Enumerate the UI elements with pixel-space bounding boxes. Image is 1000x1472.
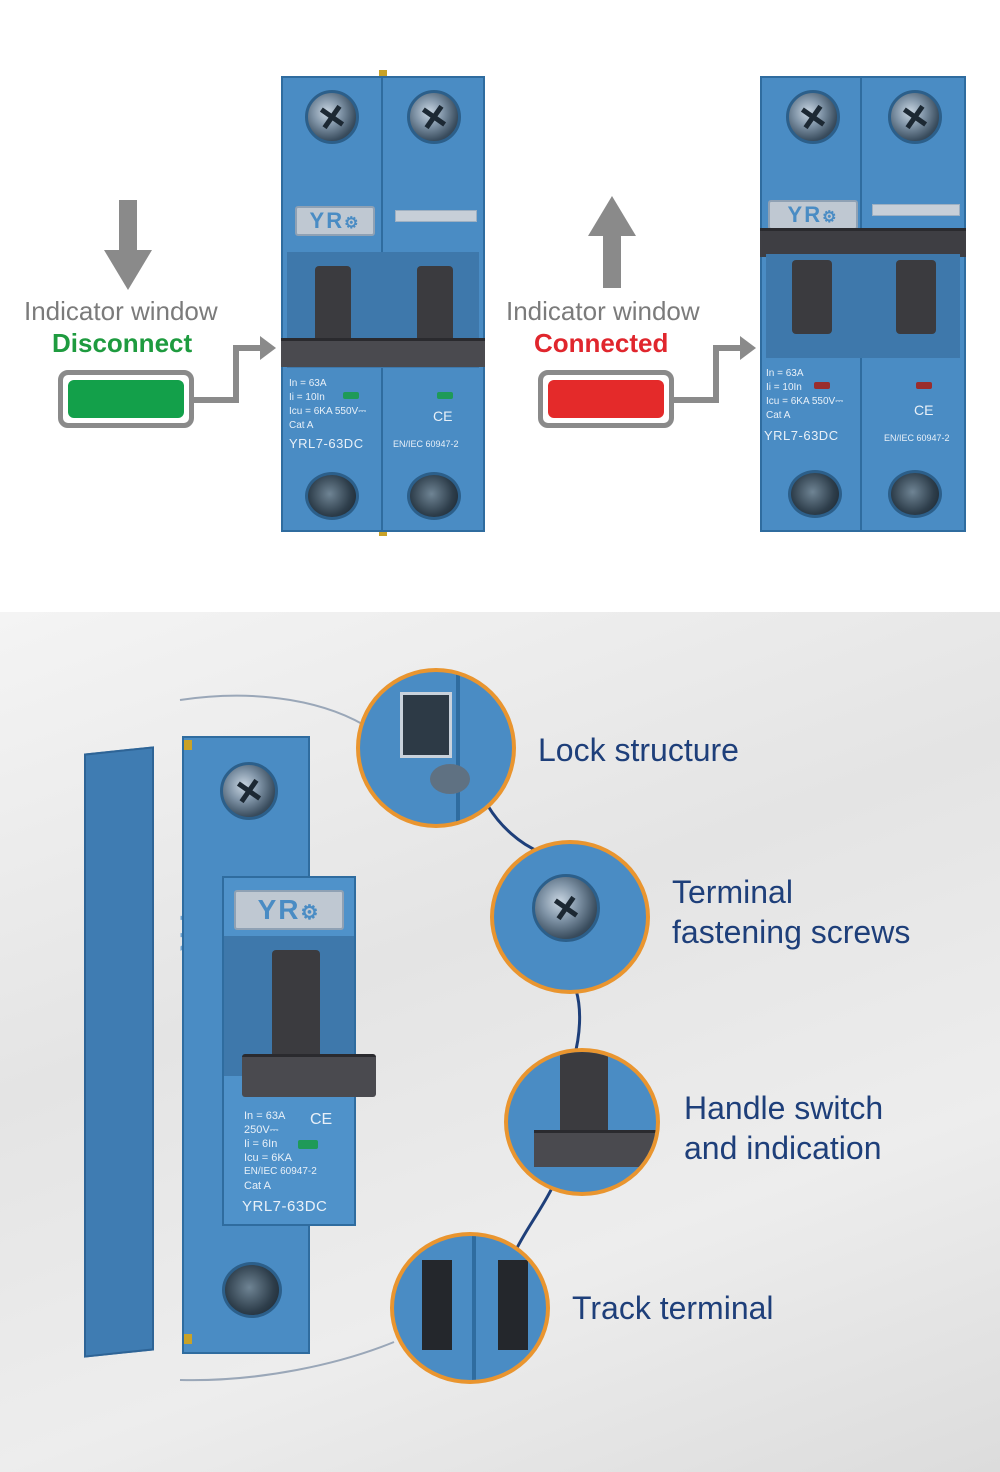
indicator-led-right: [437, 392, 453, 399]
features-panel: YR YR⚙ In = 63A 250V⎓ Ii = 6In Icu = 6KA…: [0, 612, 1000, 1472]
feature-track-terminal: Track terminal: [572, 1290, 774, 1326]
handle-bar[interactable]: [281, 338, 485, 367]
terminal-bottom-left: [305, 472, 359, 520]
breaker-side: [84, 746, 154, 1358]
terminal-bottom-left: [788, 470, 842, 518]
spec-line-4: Icu = 6KA: [244, 1152, 293, 1164]
indicator-led-right: [916, 382, 932, 389]
down-arrow-icon: [104, 200, 152, 290]
breaker-two-pole-off: YR⚙ In = 63A Ii = 10In Icu = 6KA 550V⎓ C…: [281, 70, 485, 536]
ce-mark: CE: [914, 402, 934, 418]
top-clip: [184, 740, 192, 750]
ce-mark: CE: [310, 1111, 333, 1128]
spec-line-2: Ii = 10In: [289, 392, 325, 403]
brand-logo: YR⚙: [295, 206, 375, 236]
feature-terminal-screws-line1: Terminal: [672, 874, 793, 910]
feature-handle-switch-line1: Handle switch: [684, 1090, 884, 1126]
model-number: YRL7-63DC: [289, 436, 364, 451]
bottom-clip: [184, 1334, 192, 1344]
indicator-led-left: [343, 392, 359, 399]
spec-line-6: Cat A: [244, 1180, 271, 1192]
indicator-led-left: [814, 382, 830, 389]
screw-closeup-icon: [532, 874, 600, 942]
indicator-window-red: [538, 370, 674, 428]
screw-top-right: [407, 90, 461, 144]
feature-handle-switch-line2: and indication: [684, 1130, 882, 1166]
feature-lock-structure: Lock structure: [538, 732, 739, 768]
spec-line-1: In = 63A: [244, 1110, 286, 1122]
brand-logo: YR⚙: [768, 200, 858, 230]
indicator-title-right: Indicator window: [506, 296, 700, 326]
handle-right: [896, 260, 936, 334]
brand-logo: YR⚙: [234, 890, 344, 930]
feature-terminal-screws-line2: fastening screws: [672, 914, 911, 950]
standard-text: EN/IEC 60947-2: [393, 439, 459, 449]
screw-top-left: [305, 90, 359, 144]
state-disconnect: Disconnect: [52, 328, 193, 358]
spec-line-4: Cat A: [289, 420, 314, 431]
handle-left: [315, 266, 351, 346]
screw-top-right: [888, 90, 942, 144]
blank-label: [395, 210, 477, 222]
handle-bar[interactable]: [760, 228, 966, 257]
screw-top-left: [786, 90, 840, 144]
indicator-fill-green: [68, 380, 184, 418]
terminal-bottom: [222, 1262, 282, 1318]
spec-line-3: Icu = 6KA 550V⎓: [766, 396, 844, 407]
track-terminal-bubble: [390, 1232, 550, 1384]
model-number: YRL7-63DC: [764, 428, 839, 443]
terminal-bottom-right: [407, 472, 461, 520]
blank-label: [872, 204, 960, 216]
indicator-title-left: Indicator window: [24, 296, 218, 326]
handle-switch-bubble: [504, 1048, 660, 1196]
standard-text: EN/IEC 60947-2: [884, 433, 950, 443]
ce-mark: CE: [433, 408, 453, 424]
terminal-screws-bubble: [490, 840, 650, 994]
connector-arrow-icon-right: [674, 336, 756, 403]
spec-line-3: Icu = 6KA 550V⎓: [289, 406, 367, 417]
spec-line-2: Ii = 10In: [766, 382, 802, 393]
handle-left: [792, 260, 832, 334]
breaker-single-pole: YR YR⚙ In = 63A 250V⎓ Ii = 6In Icu = 6KA…: [84, 736, 380, 1358]
spec-line-5: EN/IEC 60947-2: [244, 1166, 317, 1177]
spec-line-2: 250V⎓: [244, 1124, 279, 1136]
indicator-fill-red: [548, 380, 664, 418]
spec-line-4: Cat A: [766, 410, 791, 421]
spec-line-3: Ii = 6In: [244, 1138, 278, 1150]
screw-top: [220, 762, 278, 820]
lock-structure-bubble: [356, 668, 516, 828]
handle-body: [272, 950, 320, 1060]
breaker-two-pole-on: YR⚙ In = 63A Ii = 10In Icu = 6KA 550V⎓ C…: [760, 76, 966, 532]
handle-bar[interactable]: [242, 1054, 376, 1097]
spec-line-1: In = 63A: [766, 368, 804, 379]
up-arrow-icon: [588, 196, 636, 288]
state-connected: Connected: [534, 328, 669, 358]
model-number: YRL7-63DC: [242, 1198, 328, 1215]
terminal-bottom-right: [888, 470, 942, 518]
indicator-led: [298, 1140, 318, 1149]
top-clip: [379, 70, 387, 80]
handle-right: [417, 266, 453, 346]
indicator-window-green: [58, 370, 194, 428]
connector-arrow-icon: [194, 336, 276, 403]
spec-line-1: In = 63A: [289, 378, 327, 389]
